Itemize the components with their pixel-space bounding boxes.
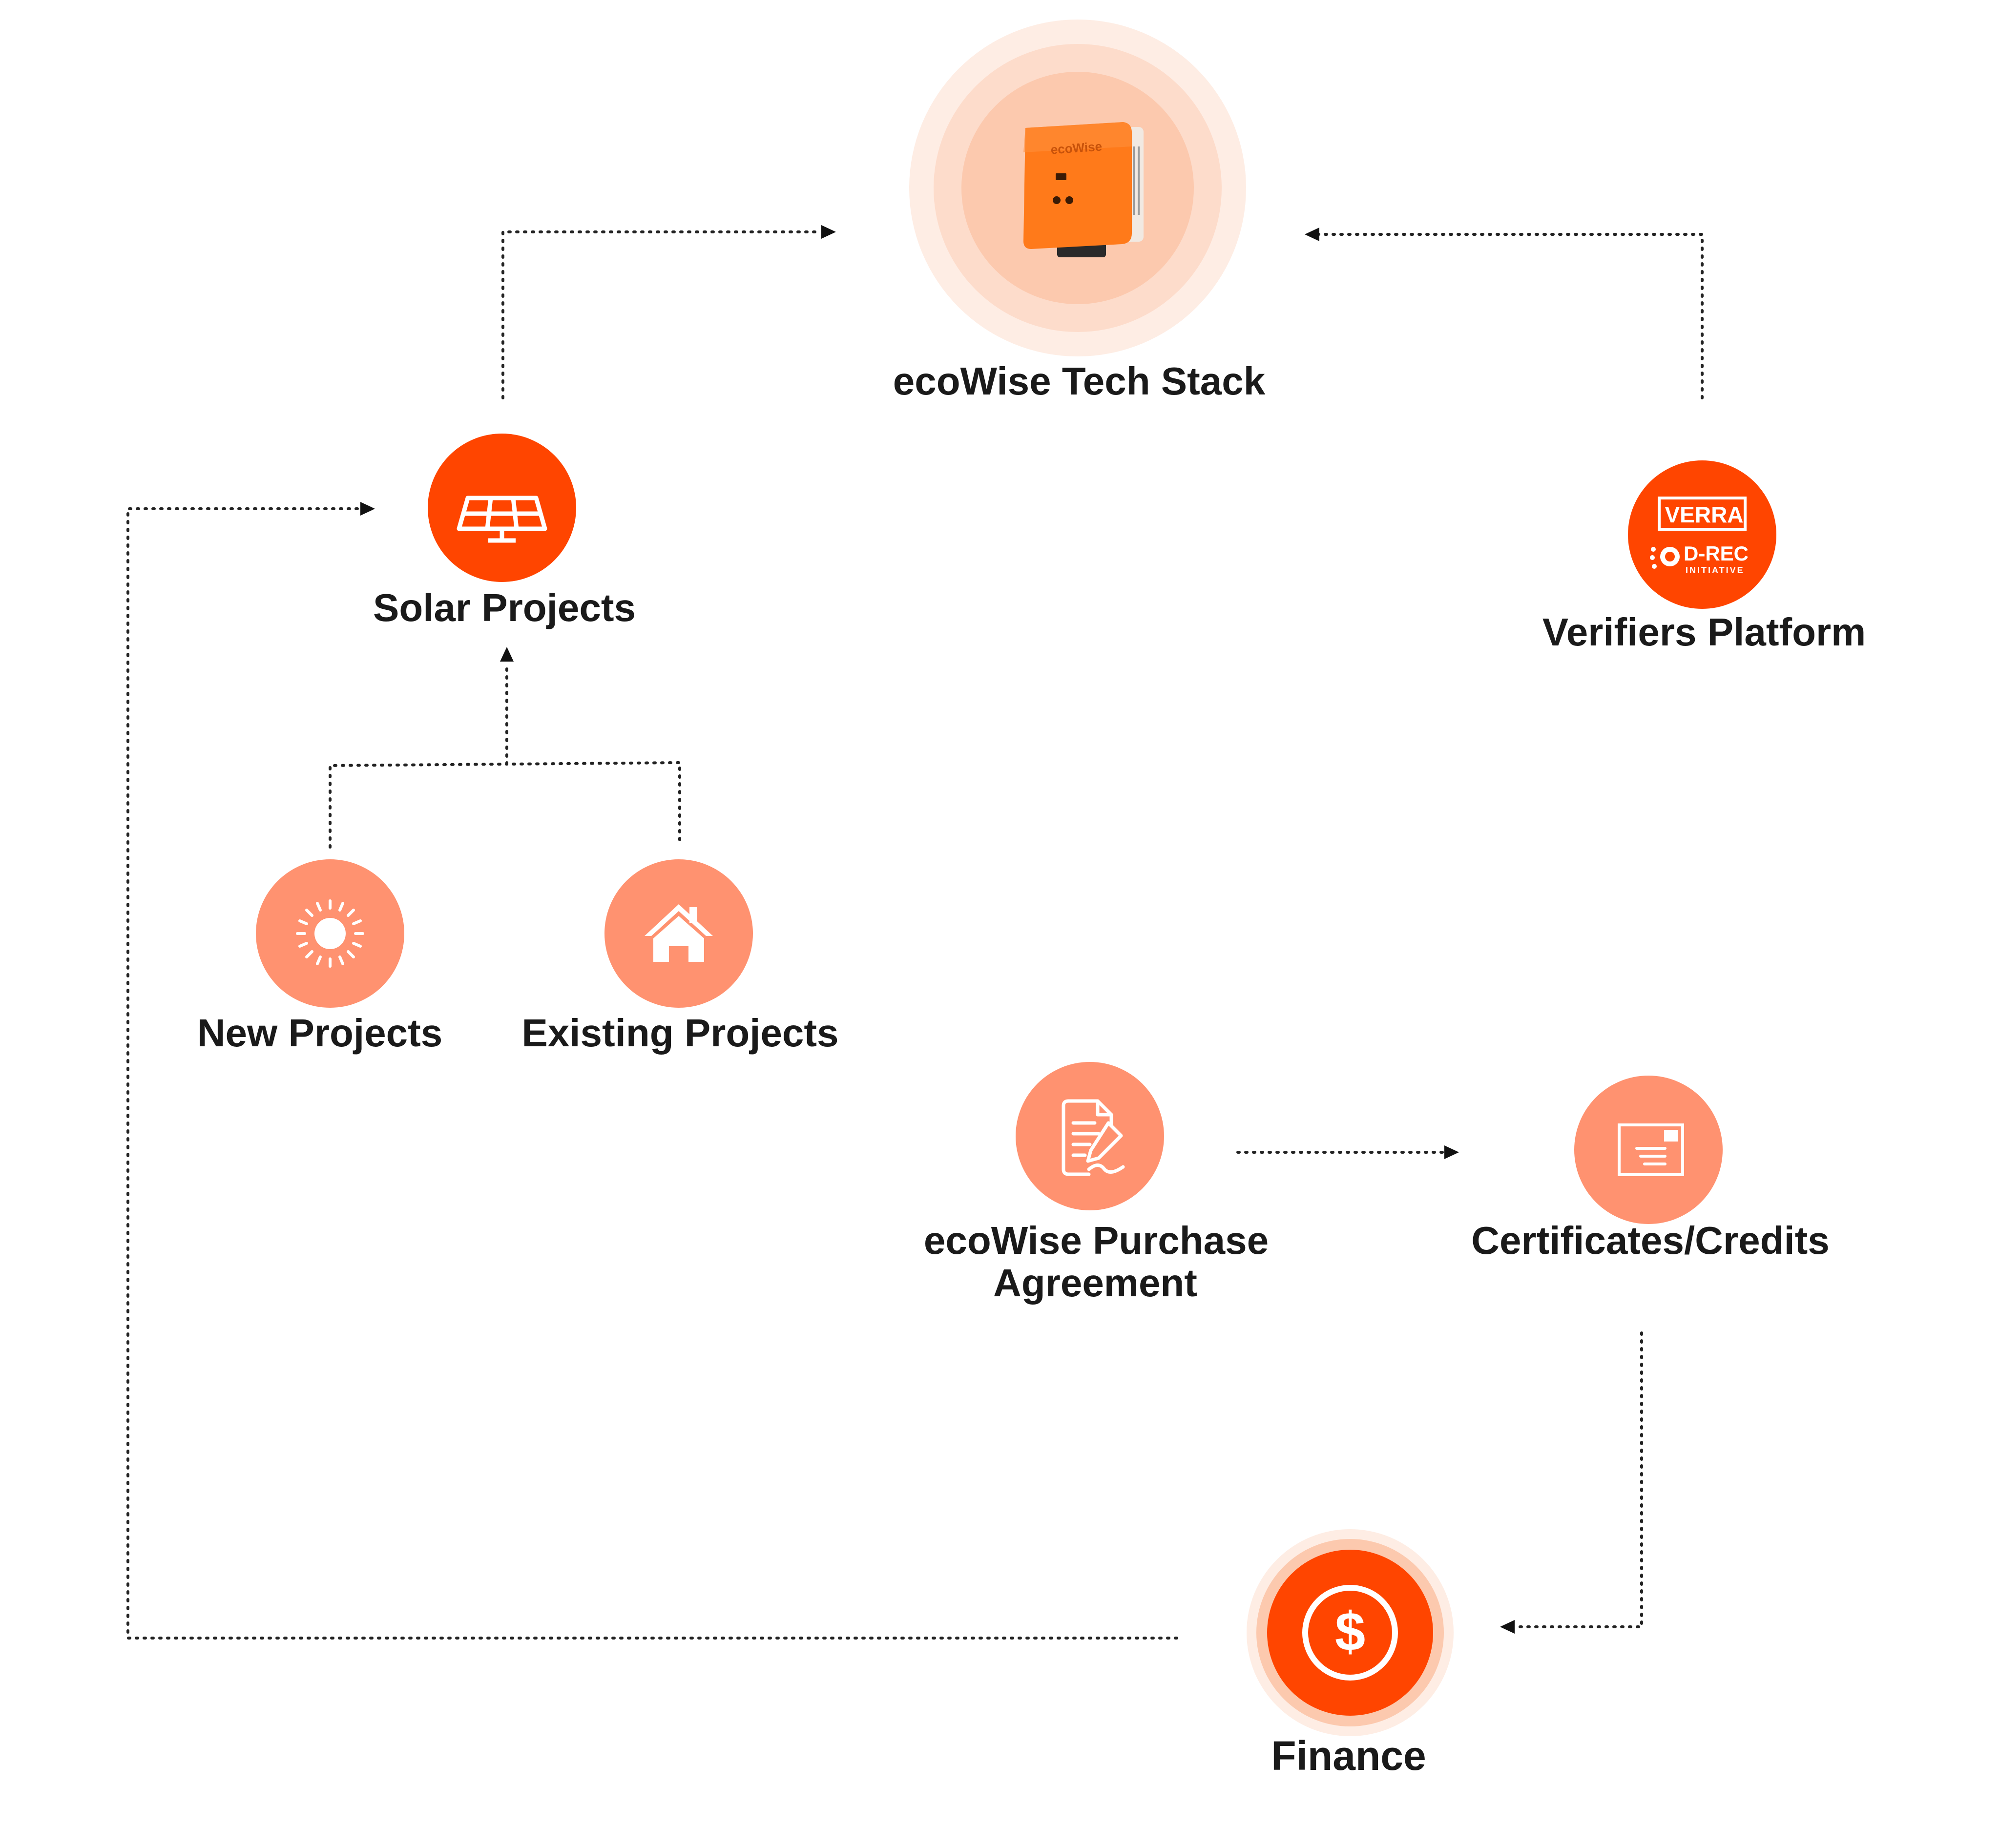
arrowhead-merge-to-solar (500, 647, 514, 662)
node-finance: $ Finance (1247, 1529, 1454, 1779)
purchase-agreement-label-line2: Agreement (993, 1261, 1197, 1305)
certificates-label: Certificates/Credits (1471, 1219, 1830, 1262)
dollar-sign-glyph: $ (1335, 1601, 1365, 1662)
drec-logo-text: D-REC (1684, 542, 1749, 565)
new-projects-label: New Projects (197, 1011, 442, 1055)
inverter-device-icon: ecoWise (1023, 122, 1144, 257)
connector-existing-to-solar (505, 761, 681, 841)
node-new-projects: New Projects (197, 859, 442, 1055)
certificate-envelope-icon (1618, 1123, 1684, 1176)
connectors (126, 225, 1704, 1640)
verra-logo-text: VERRA (1665, 502, 1743, 527)
initiative-logo-text: INITIATIVE (1686, 565, 1745, 575)
purchase-agreement-circle (1016, 1062, 1164, 1210)
verifiers-circle (1628, 460, 1776, 609)
device-brand-text: ecoWise (1050, 139, 1103, 157)
arrowhead-solar-to-tech (821, 225, 836, 239)
node-solar-projects: Solar Projects (373, 434, 636, 629)
arrowhead-verifiers-to-tech (1305, 228, 1319, 241)
house-icon (645, 904, 713, 962)
connector-new-to-solar (329, 763, 508, 849)
sun-icon (296, 899, 364, 968)
connector-certificates-to-finance (1515, 1331, 1643, 1628)
connector-finance-to-solar (126, 507, 1178, 1640)
connector-verifiers-to-tech (1317, 233, 1704, 399)
node-purchase-agreement: ecoWise Purchase Agreement (924, 1062, 1269, 1305)
arrowhead-agreement-to-certificates (1444, 1145, 1459, 1159)
node-verifiers: VERRA D-REC INITIATIVE Verifiers Platfor… (1542, 460, 1866, 654)
solar-panel-icon (457, 496, 547, 543)
arrowhead-certificates-to-finance (1500, 1620, 1515, 1634)
document-sign-icon (1062, 1099, 1125, 1176)
connector-solar-to-tech (501, 230, 822, 399)
finance-label: Finance (1271, 1733, 1426, 1779)
finance-circle (1267, 1550, 1433, 1716)
tech-stack-label: ecoWise Tech Stack (893, 359, 1266, 403)
node-certificates: Certificates/Credits (1471, 1076, 1830, 1262)
arrowhead-finance-to-solar (360, 502, 375, 516)
node-tech-stack: ecoWise ecoWise Tech Stack (893, 20, 1266, 403)
verra-drec-logo: VERRA D-REC INITIATIVE (1650, 497, 1749, 575)
verifiers-label: Verifiers Platform (1542, 610, 1866, 654)
existing-projects-label: Existing Projects (521, 1011, 838, 1055)
solar-projects-label: Solar Projects (373, 586, 636, 629)
purchase-agreement-label-line1: ecoWise Purchase (924, 1219, 1269, 1262)
solar-projects-circle (428, 434, 576, 582)
dollar-coin-icon: $ (1302, 1585, 1398, 1681)
node-existing-projects: Existing Projects (521, 859, 839, 1055)
